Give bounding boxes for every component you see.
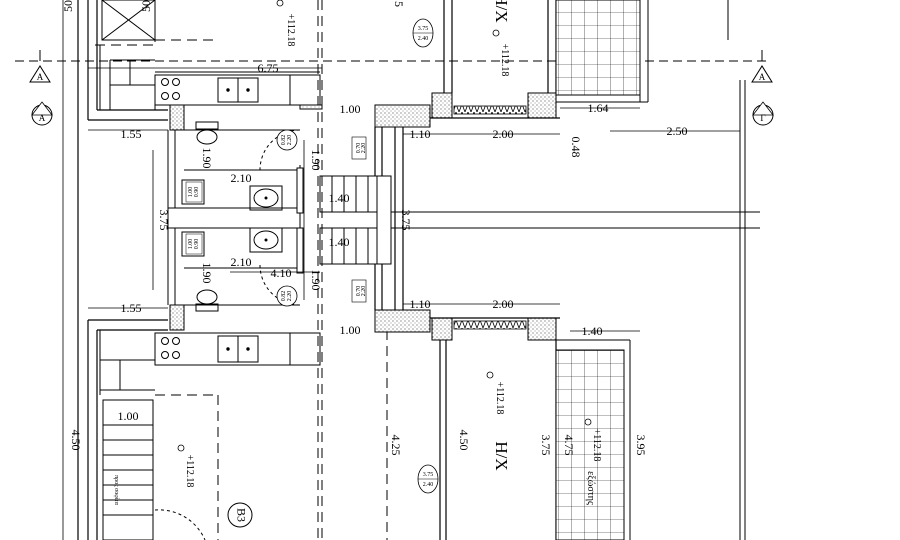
dim-475: 4.75 [562,435,576,456]
dimension-lines [62,0,740,540]
svg-text:Γ: Γ [760,113,765,123]
svg-text:3.75: 3.75 [423,472,434,478]
dim-190-c: 1.90 [200,263,214,284]
kitchen-top [109,59,321,110]
dim-190-d: 1.90 [309,270,323,291]
dim-375-mid: 3.75 [399,210,413,231]
section-line [15,50,770,62]
centre-walls [374,0,560,540]
dim-450-mid: 4.50 [457,430,471,451]
svg-text:1.00: 1.00 [188,239,194,250]
room-label-hx-top: Η/Χ [492,0,511,23]
dim-250: 2.50 [667,124,688,138]
svg-text:0.70: 0.70 [356,143,362,154]
dim-425: 4.25 [389,435,403,456]
dim-50-top-left: 50 [139,0,153,12]
section-label-a-right: Α [759,72,766,82]
dim-190-b: 1.90 [309,150,323,171]
dim-375-lower: 3.75 [539,435,553,456]
top-bedroom [99,0,156,110]
window-bottom [453,320,527,330]
dim-164: 1.64 [588,101,609,115]
svg-text:0.90: 0.90 [194,187,200,198]
svg-text:+112.18: +112.18 [499,44,510,77]
svg-text:0.90: 0.90 [194,239,200,250]
window-top [453,105,527,115]
svg-text:2.20: 2.20 [361,286,367,297]
section-marker-a-right: Α [751,65,773,83]
svg-text:2.20: 2.20 [361,143,367,154]
room-label-hx-bottom: Η/Χ [492,441,511,470]
dim-395: 3.95 [634,435,648,456]
window-tag-bottom: 3.75 2.40 [417,464,439,494]
elevation-2: +112.18 [492,29,510,77]
dim-048: 0.48 [569,137,583,158]
section-circle-g: Γ [752,101,774,126]
dim-100-top: 1.00 [340,102,361,116]
dim-140-c: 1.40 [582,324,603,338]
room-label-veranda: εξώστης [585,471,596,505]
svg-text:0.82: 0.82 [281,135,287,146]
section-circle-a: Α [31,101,53,126]
svg-text:+112.18: +112.18 [184,455,195,488]
right-boundary [727,0,746,540]
dim-375-left: 3.75 [157,210,171,231]
section-marker-a-left: Α [29,65,51,83]
axis-lines [95,0,388,540]
door-tag-mid-top: 0.70 2.20 [351,136,367,160]
svg-text:2.20: 2.20 [287,291,293,302]
dim-100-bot: 1.00 [340,323,361,337]
dim-190-a: 1.90 [200,148,214,169]
dim-200-bot: 2.00 [493,297,514,311]
svg-text:0.70: 0.70 [356,286,362,297]
dim-155-bot: 1.55 [121,301,142,315]
window-tag-top: 3.75 2.40 [412,18,434,48]
stair-label: προς σοφίτα [113,475,119,506]
elevation-4: +112.18 [177,444,195,488]
door-tag-wc-top: 0.82 2.20 [276,129,298,151]
dim-140-b: 1.40 [329,235,350,249]
svg-text:Β3: Β3 [234,508,248,522]
dim-210-a: 2.10 [231,171,252,185]
room-label-b3: Β3 [227,502,253,528]
dim-675: 6.75 [258,61,279,75]
svg-text:+112.18: +112.18 [494,382,505,415]
dim-155-top: 1.55 [121,127,142,141]
svg-text:2.20: 2.20 [287,135,293,146]
door-tag-small-b: 1.00 0.90 [185,233,203,255]
dim-410: 4.10 [271,266,292,280]
dim-140-a: 1.40 [329,191,350,205]
bathrooms [167,121,304,312]
svg-text:2.40: 2.40 [418,36,429,42]
elevation-5: +112.18 [584,418,602,462]
dim-450-left: 4.50 [69,430,83,451]
svg-text:+112.18: +112.18 [285,14,296,47]
dim-110-bot: 1.10 [410,297,431,311]
veranda-bottom [555,349,625,540]
veranda-top [555,0,641,96]
svg-text:1.00: 1.00 [188,187,194,198]
elevation-3: +112.18 [486,371,505,415]
dim-50-left: 50 [61,0,75,12]
door-tag-mid-bot: 0.70 2.20 [351,279,367,303]
dim-210-b: 2.10 [231,255,252,269]
door-tag-small-a: 1.00 0.90 [185,181,203,203]
svg-text:+112.18: +112.18 [591,429,602,462]
section-label-a-left: Α [37,72,44,82]
svg-text:0.82: 0.82 [281,291,287,302]
svg-text:2.40: 2.40 [423,482,434,488]
dim-5: 5 [392,1,406,7]
hatched-walls [169,92,557,341]
elevation-1: +112.18 [276,0,296,47]
svg-text:Α: Α [39,113,46,123]
stairs-centre [319,175,760,265]
dim-200-top: 2.00 [493,127,514,141]
door-tag-wc-bot: 0.82 2.20 [276,285,298,307]
kitchen-bottom [99,330,321,395]
dim-110-top: 1.10 [410,127,431,141]
dim-100-stair: 1.00 [118,409,139,423]
stair-to-attic [102,399,206,540]
svg-text:3.75: 3.75 [418,26,429,32]
